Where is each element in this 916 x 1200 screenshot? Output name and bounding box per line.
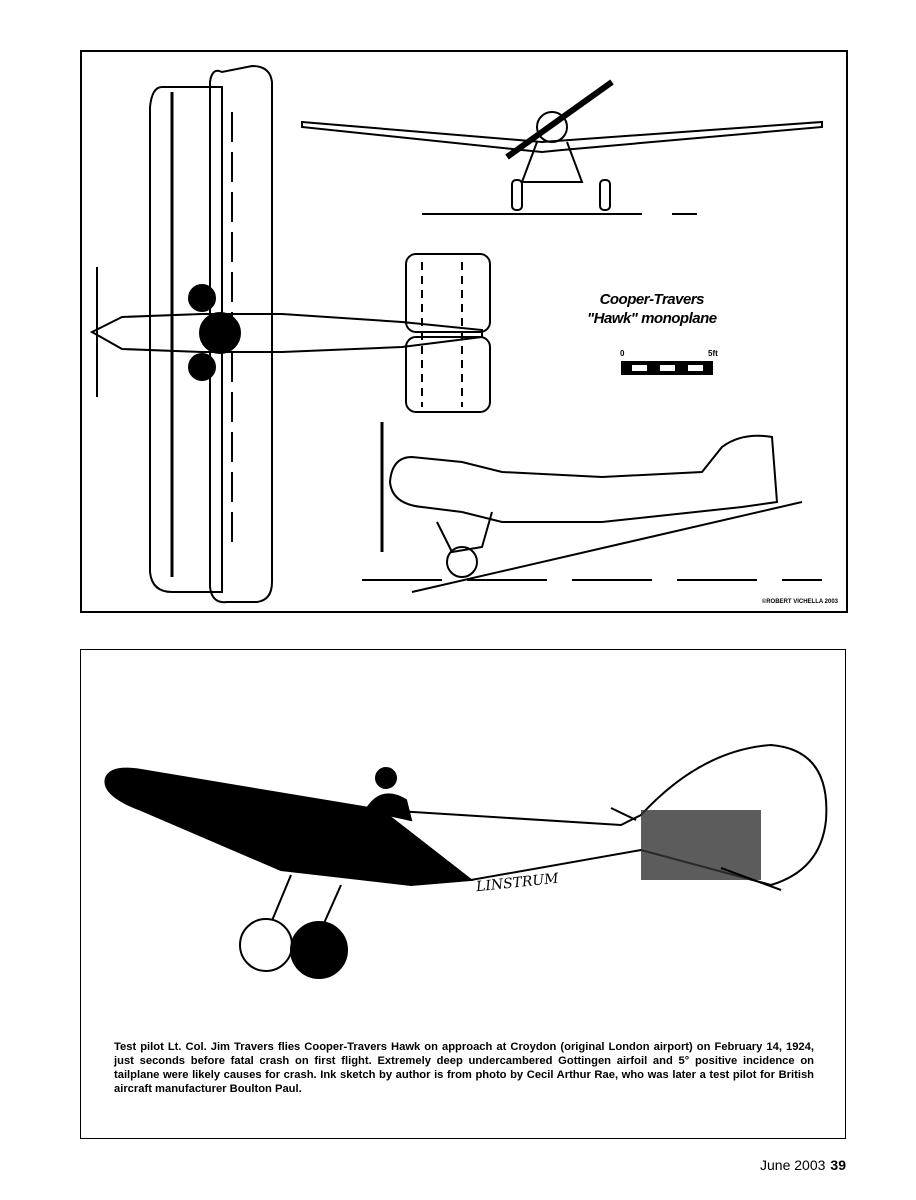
drawing-title-line1: Cooper-Travers [599, 291, 705, 308]
page-number: 39 [830, 1157, 846, 1173]
drawing-title: Cooper-Travers "Hawk" monoplane [587, 290, 717, 328]
ink-sketch [104, 743, 828, 979]
ink-sketch-panel: LINSTRUM Test pilot Lt. Col. Jim Travers… [80, 649, 846, 1139]
three-view-drawing [89, 64, 823, 604]
scale-end-label: 5ft [708, 349, 718, 358]
issue-date: June 2003 [760, 1157, 826, 1173]
drawing-credit: ©ROBERT VICHELLA 2003 [761, 599, 838, 605]
drawing-title-line2: "Hawk" monoplane [587, 310, 717, 327]
scale-start-label: 0 [620, 349, 625, 358]
three-view-drawing-panel: Cooper-Travers "Hawk" monoplane 0 5ft ©R… [80, 50, 848, 613]
figure-caption: Test pilot Lt. Col. Jim Travers flies Co… [114, 1041, 814, 1095]
